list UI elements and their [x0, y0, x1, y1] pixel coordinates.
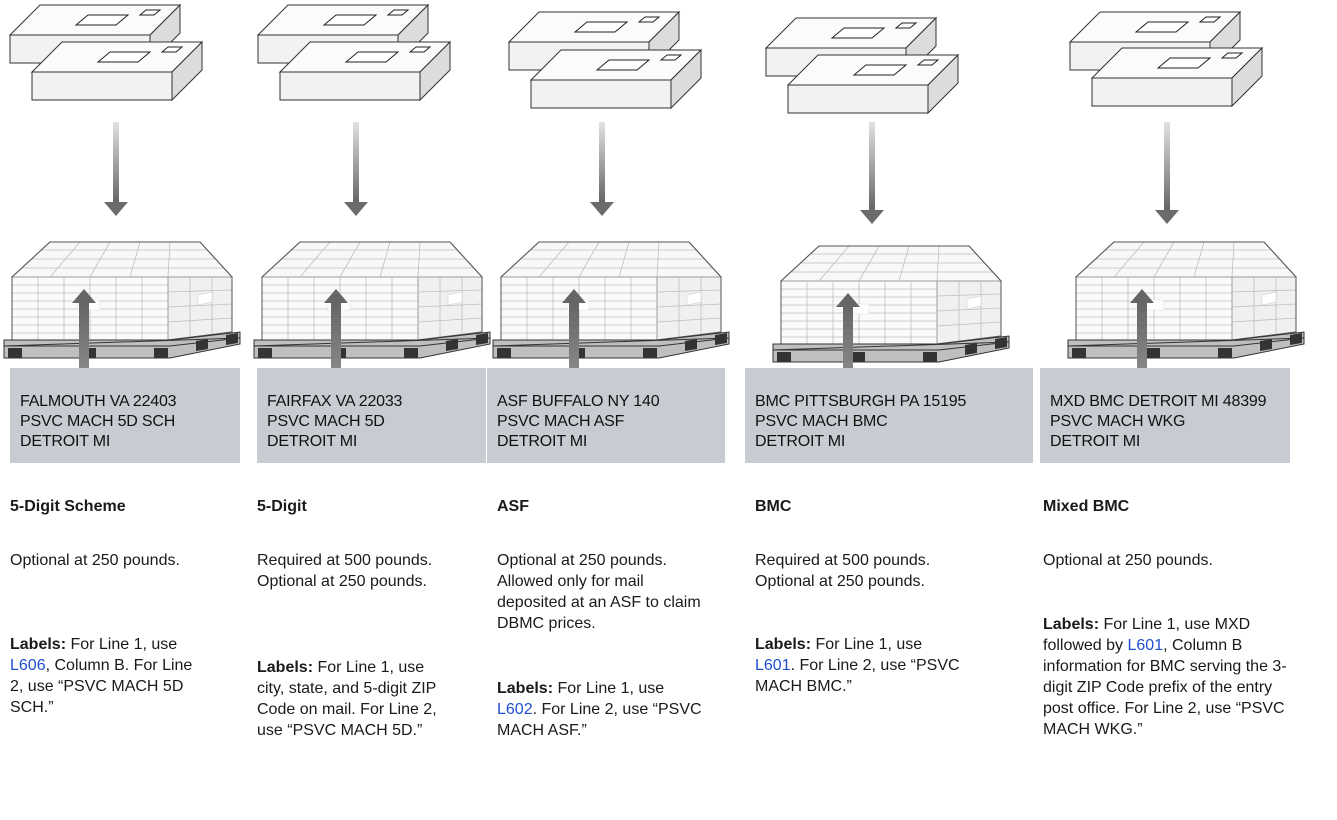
level-title: BMC: [755, 498, 792, 515]
column-mixed-bmc: MXD BMC DETROIT MI 48399 PSVC MACH WKG D…: [1040, 0, 1305, 820]
sortation-illustration: [3, 4, 241, 373]
arrow-up-icon: [1130, 289, 1154, 373]
level-title: ASF: [497, 498, 529, 515]
tray-icon: [530, 49, 702, 109]
pallet-label: ASF BUFFALO NY 140 PSVC MACH ASF DETROIT…: [487, 368, 725, 463]
arrow-down-icon: [104, 122, 128, 216]
labels-text-continued: , Column B. For Line 2, use “PSVC MACH 5…: [10, 657, 193, 716]
labels-instructions: Labels: For Line 1, use city, state, and…: [257, 657, 449, 741]
labels-text: For Line 1, use: [811, 636, 923, 653]
labels-heading: Labels:: [10, 636, 67, 653]
label-line-1: MXD BMC DETROIT MI 48399: [1050, 393, 1267, 410]
level-description: Optional at 250 pounds.: [10, 552, 180, 569]
labels-text-continued: . For Line 2, use “PSVC MACH BMC.”: [755, 657, 960, 695]
labels-instructions: Labels: For Line 1, use MXD followed by …: [1043, 614, 1295, 740]
labels-instructions: Labels: For Line 1, use L602. For Line 2…: [497, 678, 702, 741]
tray-icon: [1091, 47, 1263, 107]
arrow-up-icon: [562, 289, 586, 373]
pallet-icon: [492, 241, 730, 359]
arrow-down-icon: [1155, 122, 1179, 224]
sortation-illustration: [492, 11, 730, 373]
sortation-illustration: [253, 4, 491, 373]
tray-icon: [279, 41, 451, 101]
arrow-up-icon: [72, 289, 96, 373]
level-title: Mixed BMC: [1043, 498, 1130, 515]
pallet-icon: [772, 245, 1010, 363]
column-5-digit: FAIRFAX VA 22033 PSVC MACH 5D DETROIT MI…: [248, 0, 491, 820]
arrow-up-icon: [836, 293, 860, 373]
column-asf: ASF BUFFALO NY 140 PSVC MACH ASF DETROIT…: [487, 0, 730, 820]
labels-instructions: Labels: For Line 1, use L606, Column B. …: [10, 634, 210, 718]
label-line-2: PSVC MACH 5D: [267, 413, 385, 430]
pallet-icon: [1067, 241, 1305, 359]
labels-text-continued: , Column B information for BMC serving t…: [1043, 637, 1287, 738]
pallet-label: FALMOUTH VA 22403 PSVC MACH 5D SCH DETRO…: [10, 368, 240, 463]
sortation-illustration: [1067, 11, 1305, 373]
pallet-label: FAIRFAX VA 22033 PSVC MACH 5D DETROIT MI: [257, 368, 486, 463]
labels-text-continued: . For Line 2, use “PSVC MACH ASF.”: [497, 701, 702, 739]
arrow-up-icon: [324, 289, 348, 373]
reference-link-l601[interactable]: L601: [755, 657, 791, 674]
tray-icon: [787, 54, 959, 114]
label-line-3: DETROIT MI: [497, 433, 588, 450]
label-line-3: DETROIT MI: [267, 433, 358, 450]
column-5-digit-scheme: FALMOUTH VA 22403 PSVC MACH 5D SCH DETRO…: [0, 0, 241, 820]
arrow-down-icon: [860, 122, 884, 224]
reference-link-l602[interactable]: L602: [497, 701, 533, 718]
level-description: Required at 500 pounds. Optional at 250 …: [257, 552, 433, 590]
tray-icon: [31, 41, 203, 101]
label-line-1: ASF BUFFALO NY 140: [497, 393, 660, 410]
labels-heading: Labels:: [257, 659, 314, 676]
pallet-label: MXD BMC DETROIT MI 48399 PSVC MACH WKG D…: [1040, 368, 1290, 463]
level-title: 5-Digit Scheme: [10, 498, 126, 515]
label-line-3: DETROIT MI: [20, 433, 111, 450]
label-line-1: FAIRFAX VA 22033: [267, 393, 403, 410]
label-line-1: BMC PITTSBURGH PA 15195: [755, 393, 967, 410]
label-line-2: PSVC MACH ASF: [497, 413, 625, 430]
label-line-2: PSVC MACH WKG: [1050, 413, 1186, 430]
labels-heading: Labels:: [755, 636, 812, 653]
labels-text: For Line 1, use city, state, and 5-digit…: [257, 659, 437, 739]
level-description: Optional at 250 pounds.: [1043, 552, 1213, 569]
labels-text: For Line 1, use MXD followed by: [1043, 616, 1251, 654]
level-description: Required at 500 pounds. Optional at 250 …: [755, 552, 931, 590]
label-line-2: PSVC MACH 5D SCH: [20, 413, 176, 430]
label-line-1: FALMOUTH VA 22403: [20, 393, 177, 410]
labels-heading: Labels:: [497, 680, 554, 697]
label-line-2: PSVC MACH BMC: [755, 413, 888, 430]
label-line-3: DETROIT MI: [755, 433, 846, 450]
level-description: Optional at 250 pounds. Allowed only for…: [497, 552, 701, 632]
labels-text: For Line 1, use: [66, 636, 178, 653]
label-line-3: DETROIT MI: [1050, 433, 1141, 450]
pallet-icon: [3, 241, 241, 359]
pallet-label: BMC PITTSBURGH PA 15195 PSVC MACH BMC DE…: [745, 368, 1033, 463]
column-bmc: BMC PITTSBURGH PA 15195 PSVC MACH BMC DE…: [741, 0, 1033, 820]
reference-link-l601[interactable]: L601: [1127, 637, 1164, 654]
arrow-down-icon: [344, 122, 368, 216]
labels-heading: Labels:: [1043, 616, 1100, 633]
sortation-illustration: [765, 17, 1010, 373]
labels-instructions: Labels: For Line 1, use L601. For Line 2…: [755, 634, 965, 697]
labels-text: For Line 1, use: [553, 680, 665, 697]
arrow-down-icon: [590, 122, 614, 216]
reference-link-l606[interactable]: L606: [10, 657, 46, 674]
pallet-icon: [253, 241, 491, 359]
level-title: 5-Digit: [257, 498, 307, 515]
